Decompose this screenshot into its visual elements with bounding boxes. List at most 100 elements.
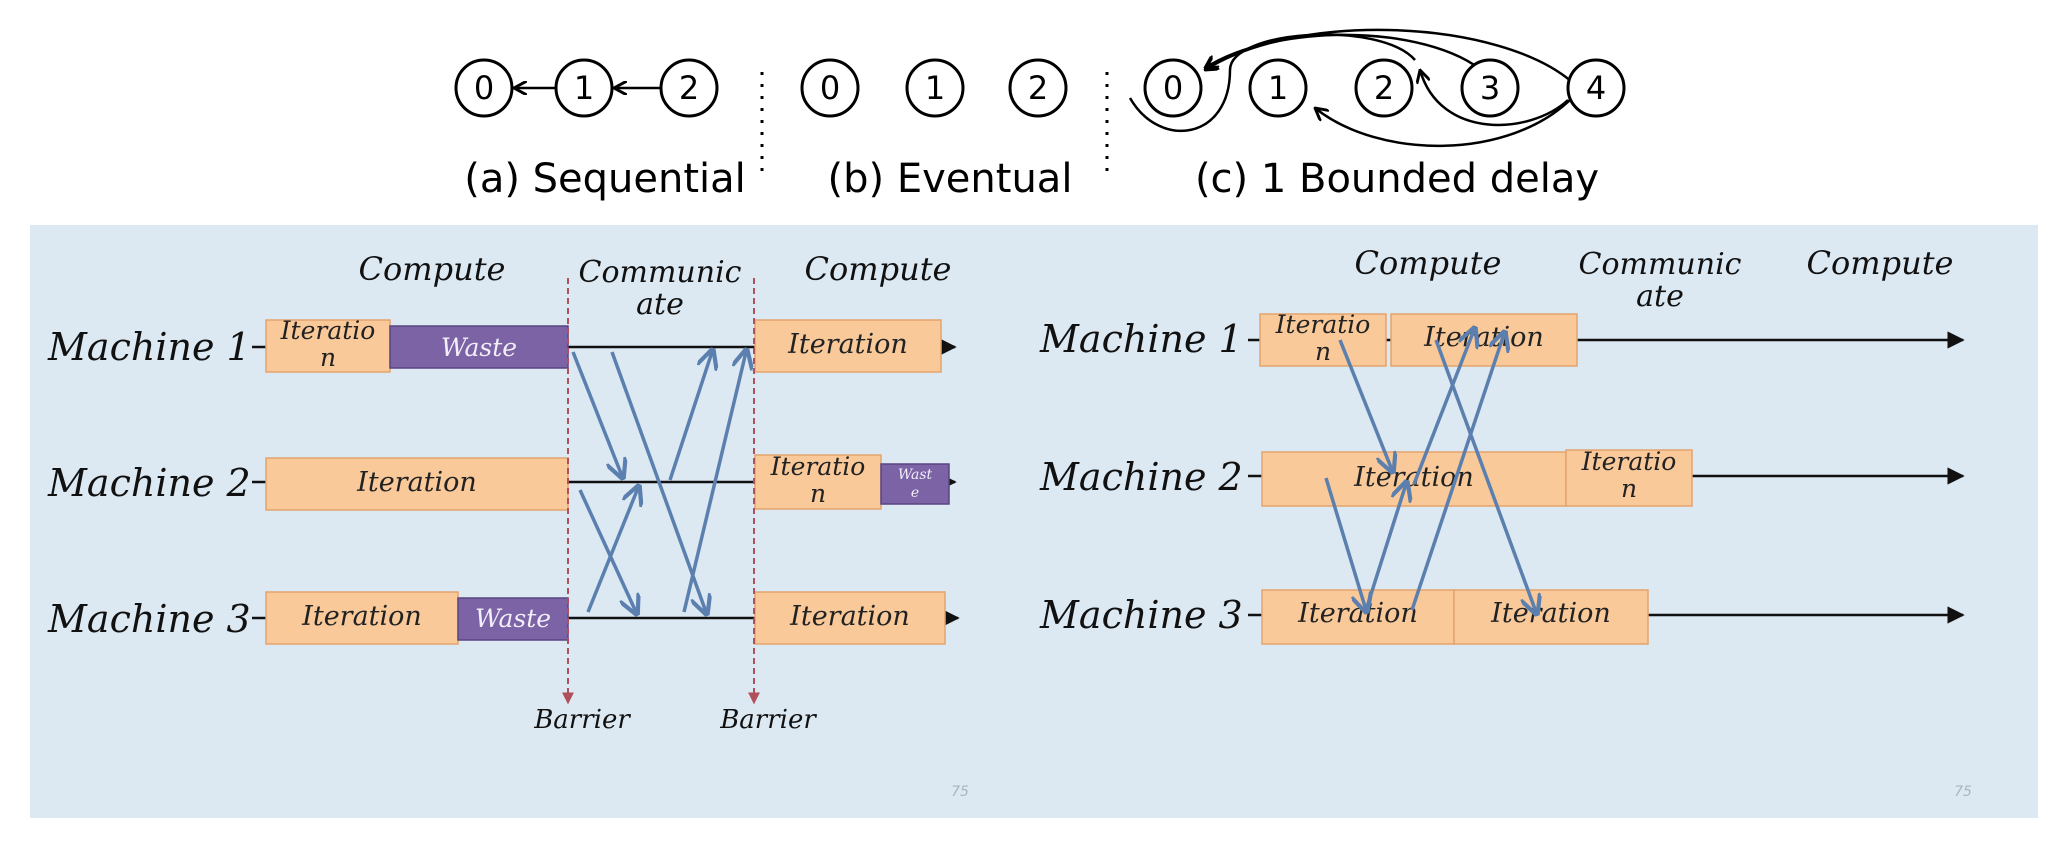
graph-c-node-4: 4 bbox=[1566, 58, 1626, 118]
m1-next-iteration-box bbox=[754, 319, 942, 373]
graph-c-node-3: 3 bbox=[1460, 58, 1520, 118]
m2-iteration-box bbox=[265, 457, 569, 511]
box-label: n bbox=[810, 479, 826, 508]
machine-3-label: Machine 3 bbox=[47, 597, 251, 641]
node-label: 0 bbox=[474, 69, 494, 107]
barrier-label: Barrier bbox=[533, 705, 631, 735]
graph-bounded-delay: 0 1 2 3 4 (c) 1 Bounded delay bbox=[1128, 28, 1626, 202]
waste-label: e bbox=[911, 485, 919, 501]
message-arrow bbox=[1412, 330, 1474, 485]
message-arrow bbox=[1364, 484, 1406, 611]
node-label: 0 bbox=[1163, 69, 1183, 107]
phase-communicate-label-line2: ate bbox=[636, 287, 684, 322]
node-label: 0 bbox=[820, 69, 840, 107]
waste-label: Waste bbox=[475, 604, 551, 633]
box-label: Iteration bbox=[787, 329, 908, 360]
m2-iteration-box bbox=[1261, 451, 1567, 507]
machine-2-label: Machine 2 bbox=[1039, 455, 1243, 499]
message-arrow bbox=[668, 352, 712, 481]
box-label: n bbox=[1315, 337, 1331, 366]
caption-bounded-delay: (c) 1 Bounded delay bbox=[1195, 156, 1599, 202]
box-label: Iteratio bbox=[1275, 310, 1371, 339]
message-arrow bbox=[571, 351, 622, 476]
waste-label: Waste bbox=[441, 333, 517, 362]
graph-c-node-0: 0 bbox=[1143, 58, 1203, 118]
machine-1-label: Machine 1 bbox=[1039, 317, 1243, 361]
box-label: Iteration bbox=[789, 601, 910, 632]
box-label: n bbox=[320, 343, 336, 372]
phase-compute-label: Compute bbox=[1355, 244, 1502, 282]
message-arrow bbox=[1434, 339, 1536, 612]
phase-compute-label: Compute bbox=[359, 250, 506, 288]
m2-iteration-box bbox=[1565, 449, 1693, 507]
message-arrow bbox=[1324, 477, 1366, 610]
box-label: Iteration bbox=[1490, 598, 1611, 629]
graph-sequential: 0 1 2 (a) Sequential bbox=[454, 58, 746, 202]
message-arrow bbox=[610, 351, 706, 612]
node-label: 1 bbox=[925, 69, 945, 107]
message-arrows bbox=[1324, 330, 1536, 612]
edge-4-to-2 bbox=[1420, 70, 1569, 127]
message-arrow bbox=[586, 488, 638, 613]
machine-1-label: Machine 1 bbox=[47, 325, 251, 369]
box-label: Iteratio bbox=[1581, 447, 1677, 476]
m1-iteration-box bbox=[1259, 313, 1387, 367]
page-number: 75 bbox=[1954, 784, 1972, 800]
phase-communicate-label-line1: Communic bbox=[1579, 247, 1742, 282]
graph-b-node-1: 1 bbox=[905, 58, 965, 118]
m3-iteration-box bbox=[265, 591, 459, 645]
graph-b-node-0: 0 bbox=[800, 58, 860, 118]
phase-compute-label: Compute bbox=[805, 250, 952, 288]
node-label: 3 bbox=[1480, 69, 1500, 107]
node-label: 1 bbox=[1268, 69, 1288, 107]
phase-communicate-label-line2: ate bbox=[1636, 279, 1684, 314]
graph-a-node-1: 1 bbox=[554, 58, 614, 118]
machine-2-label: Machine 2 bbox=[47, 461, 251, 505]
m2-next-iteration-box bbox=[754, 454, 882, 510]
node-label: 4 bbox=[1586, 69, 1606, 107]
message-arrow bbox=[578, 489, 636, 612]
box-label: Iteration bbox=[301, 601, 422, 632]
node-label: 1 bbox=[574, 69, 594, 107]
m1-iteration-box bbox=[1390, 313, 1578, 367]
m2-waste-box bbox=[880, 463, 950, 505]
barrier-label: Barrier bbox=[719, 705, 817, 735]
phase-compute-label: Compute bbox=[1807, 244, 1954, 282]
page-number: 75 bbox=[951, 784, 969, 800]
bsp-diagram: Compute Communic ate Compute Machine 1 M… bbox=[47, 250, 969, 800]
message-arrows bbox=[571, 351, 746, 613]
box-label: Iteration bbox=[356, 467, 477, 498]
edge-3-to-0 bbox=[1205, 33, 1491, 79]
machine-3-label: Machine 3 bbox=[1039, 593, 1243, 637]
box-label: Iteratio bbox=[770, 452, 866, 481]
graph-c-node-1: 1 bbox=[1248, 58, 1308, 118]
waste-label: Wast bbox=[898, 467, 933, 483]
graph-a-node-0: 0 bbox=[454, 58, 514, 118]
graph-c-node-2: 2 bbox=[1354, 58, 1414, 118]
graph-eventual: 0 1 2 (b) Eventual bbox=[800, 58, 1073, 202]
caption-eventual: (b) Eventual bbox=[828, 156, 1073, 202]
async-diagram: Compute Communic ate Compute Machine 1 M… bbox=[1039, 244, 1972, 800]
box-label: n bbox=[1621, 474, 1637, 503]
m3-iteration-box bbox=[1453, 589, 1649, 645]
phase-communicate-label-line1: Communic bbox=[579, 255, 742, 290]
m3-waste-box bbox=[457, 597, 569, 641]
graph-a-node-2: 2 bbox=[659, 58, 719, 118]
m1-waste-box bbox=[389, 325, 569, 369]
box-label: Iteratio bbox=[280, 316, 376, 345]
box-label: Iteration bbox=[1297, 598, 1418, 629]
message-arrow bbox=[682, 352, 746, 613]
node-label: 2 bbox=[679, 69, 699, 107]
graph-b-node-2: 2 bbox=[1008, 58, 1068, 118]
message-arrow bbox=[1338, 339, 1392, 470]
node-label: 2 bbox=[1374, 69, 1394, 107]
box-label: Iteration bbox=[1423, 322, 1544, 353]
node-label: 2 bbox=[1028, 69, 1048, 107]
m1-iteration-box bbox=[265, 319, 391, 373]
panel-background bbox=[30, 225, 2038, 818]
message-arrow bbox=[1410, 334, 1504, 611]
caption-sequential: (a) Sequential bbox=[464, 156, 746, 202]
edge-curve bbox=[1128, 33, 1416, 133]
edge-4-to-1 bbox=[1315, 97, 1573, 147]
